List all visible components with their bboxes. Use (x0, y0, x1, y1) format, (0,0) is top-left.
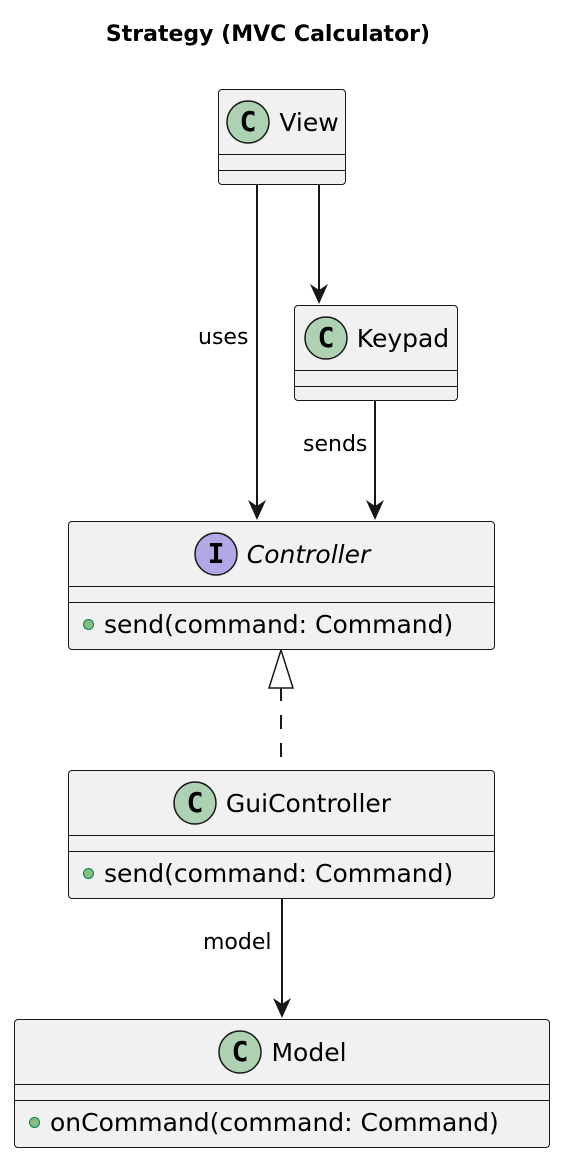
diagram-title: Strategy (MVC Calculator) (105, 22, 431, 47)
method-signature: send(command: Command) (104, 610, 454, 639)
edge-label-uses: uses (198, 325, 249, 350)
public-visibility-icon (83, 619, 94, 630)
class-name-view: View (279, 107, 339, 137)
edge-guicontroller-realizes-controller (267, 647, 295, 769)
class-guicontroller[interactable]: C GuiController send(command: Command) (68, 770, 495, 899)
svg-text:C: C (186, 786, 203, 819)
method-signature: onCommand(command: Command) (50, 1108, 499, 1137)
class-model-divider-1 (15, 1084, 549, 1085)
edge-keypad-sends-controller (366, 401, 384, 520)
class-guicontroller-header: C GuiController (69, 771, 494, 835)
interface-controller-divider-1 (69, 586, 494, 587)
class-guicontroller-divider-1 (69, 835, 494, 836)
class-model-header: C Model (15, 1020, 549, 1084)
method-row[interactable]: onCommand(command: Command) (29, 1108, 499, 1137)
svg-text:C: C (240, 105, 257, 138)
edge-view-uses-controller (248, 185, 266, 520)
method-row[interactable]: send(command: Command) (83, 610, 453, 639)
class-view-header: C View (219, 90, 345, 154)
class-guicontroller-divider-2 (69, 851, 494, 852)
class-view-divider-2 (219, 170, 345, 171)
public-visibility-icon (29, 1117, 40, 1128)
method-signature: send(command: Command) (104, 859, 454, 888)
class-name-guicontroller: GuiController (225, 788, 392, 818)
edge-guicontroller-to-model (273, 899, 291, 1018)
edge-label-sends: sends (303, 432, 368, 457)
interface-name-controller: Controller (246, 539, 371, 569)
edge-view-to-keypad (310, 185, 328, 304)
method-row[interactable]: send(command: Command) (83, 859, 453, 888)
class-name-model: Model (271, 1037, 347, 1067)
svg-text:C: C (232, 1035, 249, 1068)
class-badge-icon: C (304, 316, 348, 360)
class-keypad-divider-1 (295, 370, 457, 371)
class-model-divider-2 (15, 1100, 549, 1101)
class-keypad-divider-2 (295, 386, 457, 387)
class-badge-icon: C (173, 781, 217, 825)
svg-text:I: I (207, 537, 224, 570)
public-visibility-icon (83, 868, 94, 879)
interface-controller-divider-2 (69, 602, 494, 603)
class-model[interactable]: C Model onCommand(command: Command) (14, 1019, 550, 1148)
class-name-keypad: Keypad (356, 323, 450, 353)
svg-text:C: C (317, 321, 334, 354)
class-badge-icon: C (218, 1030, 263, 1074)
edge-label-model: model (203, 930, 272, 955)
interface-controller-header: I Controller (69, 522, 494, 586)
interface-badge-icon: I (193, 532, 238, 576)
class-badge-icon: C (226, 100, 271, 144)
class-view[interactable]: C View (218, 89, 346, 185)
interface-controller[interactable]: I Controller send(command: Command) (68, 521, 495, 650)
class-keypad[interactable]: C Keypad (294, 305, 458, 401)
class-keypad-header: C Keypad (295, 306, 457, 370)
class-view-divider-1 (219, 154, 345, 155)
